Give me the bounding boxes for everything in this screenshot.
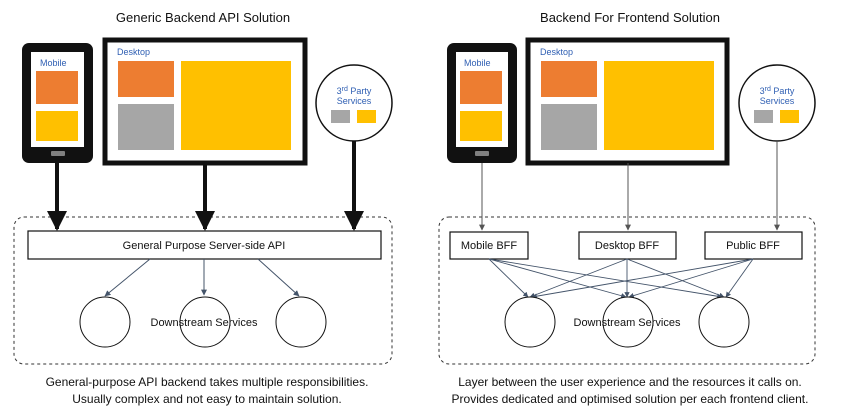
arrow-desktop-bff-to-service-1 <box>529 258 628 298</box>
right-title: Backend For Frontend Solution <box>540 10 720 25</box>
arrow-public-bff-to-service-3 <box>725 258 754 298</box>
desktop-bff-label: Desktop BFF <box>595 240 659 252</box>
left-mobile-label: Mobile <box>40 58 67 68</box>
right-desktop-label: Desktop <box>540 47 573 57</box>
right-desktop-monitor: Desktop <box>525 37 730 166</box>
bff-to-service-arrows <box>488 258 754 299</box>
public-bff-label: Public BFF <box>726 240 780 252</box>
right-mobile-device: Mobile <box>447 43 517 163</box>
arrow-mobile-bff-to-service-2 <box>488 258 627 299</box>
grey-block <box>754 110 773 123</box>
left-caption-line2: Usually complex and not easy to maintain… <box>72 392 341 406</box>
right-caption-line2: Provides dedicated and optimised solutio… <box>452 392 809 406</box>
grey-block <box>541 104 597 150</box>
desktop-bff-box <box>578 231 677 260</box>
grey-block <box>118 104 174 150</box>
right-panel: Backend For Frontend Solution Mobile Des… <box>438 10 816 406</box>
left-title: Generic Backend API Solution <box>116 10 290 25</box>
right-caption-line1: Layer between the user experience and th… <box>458 375 802 389</box>
left-third-party-label: 3rd Party <box>337 86 372 96</box>
arrow-mobile-bff-to-service-3 <box>488 258 723 299</box>
yellow-block <box>604 61 714 150</box>
orange-block <box>460 71 502 104</box>
left-desktop-label: Desktop <box>117 47 150 57</box>
orange-block <box>36 71 78 104</box>
mobile-bff-label: Mobile BFF <box>461 240 518 252</box>
downstream-service-circle <box>179 296 231 348</box>
arrow-api-to-service-3 <box>257 258 300 297</box>
yellow-block <box>780 110 799 123</box>
left-mobile-device: Mobile <box>22 43 93 163</box>
downstream-service-circle <box>79 296 131 348</box>
arrow-api-to-service-1 <box>104 258 151 297</box>
downstream-service-circle <box>504 296 556 348</box>
downstream-service-circle <box>602 296 654 348</box>
right-third-party-services: 3rd Party Services <box>738 64 816 142</box>
downstream-service-circle <box>698 296 750 348</box>
phone-home-button <box>475 151 489 156</box>
left-desktop-monitor: Desktop <box>102 37 308 166</box>
left-panel: Generic Backend API Solution Mobile Desk… <box>13 10 393 406</box>
left-third-party-services: 3rd Party Services <box>315 64 393 142</box>
orange-block <box>118 61 174 97</box>
arrow-desktop-bff-to-service-3 <box>626 258 725 298</box>
arrow-public-bff-to-service-2 <box>628 258 754 299</box>
arrow-mobile-bff-to-service-1 <box>488 258 529 298</box>
api-label: General Purpose Server-side API <box>123 240 286 252</box>
downstream-service-circle <box>275 296 327 348</box>
yellow-block <box>460 111 502 141</box>
left-caption-line1: General-purpose API backend takes multip… <box>46 375 369 389</box>
right-downstream-label: Downstream Services <box>574 317 681 329</box>
yellow-block <box>181 61 291 150</box>
left-downstream-label: Downstream Services <box>151 317 258 329</box>
yellow-block <box>357 110 376 123</box>
phone-home-button <box>51 151 65 156</box>
public-bff-box <box>704 231 803 260</box>
arrow-public-bff-to-service-1 <box>531 258 754 299</box>
right-mobile-label: Mobile <box>464 58 491 68</box>
right-third-party-label: 3rd Party <box>760 86 795 96</box>
yellow-block <box>36 111 78 141</box>
orange-block <box>541 61 597 97</box>
right-third-party-label-2: Services <box>760 96 795 106</box>
left-third-party-label-2: Services <box>337 96 372 106</box>
grey-block <box>331 110 350 123</box>
right-backend-boundary <box>438 216 816 365</box>
